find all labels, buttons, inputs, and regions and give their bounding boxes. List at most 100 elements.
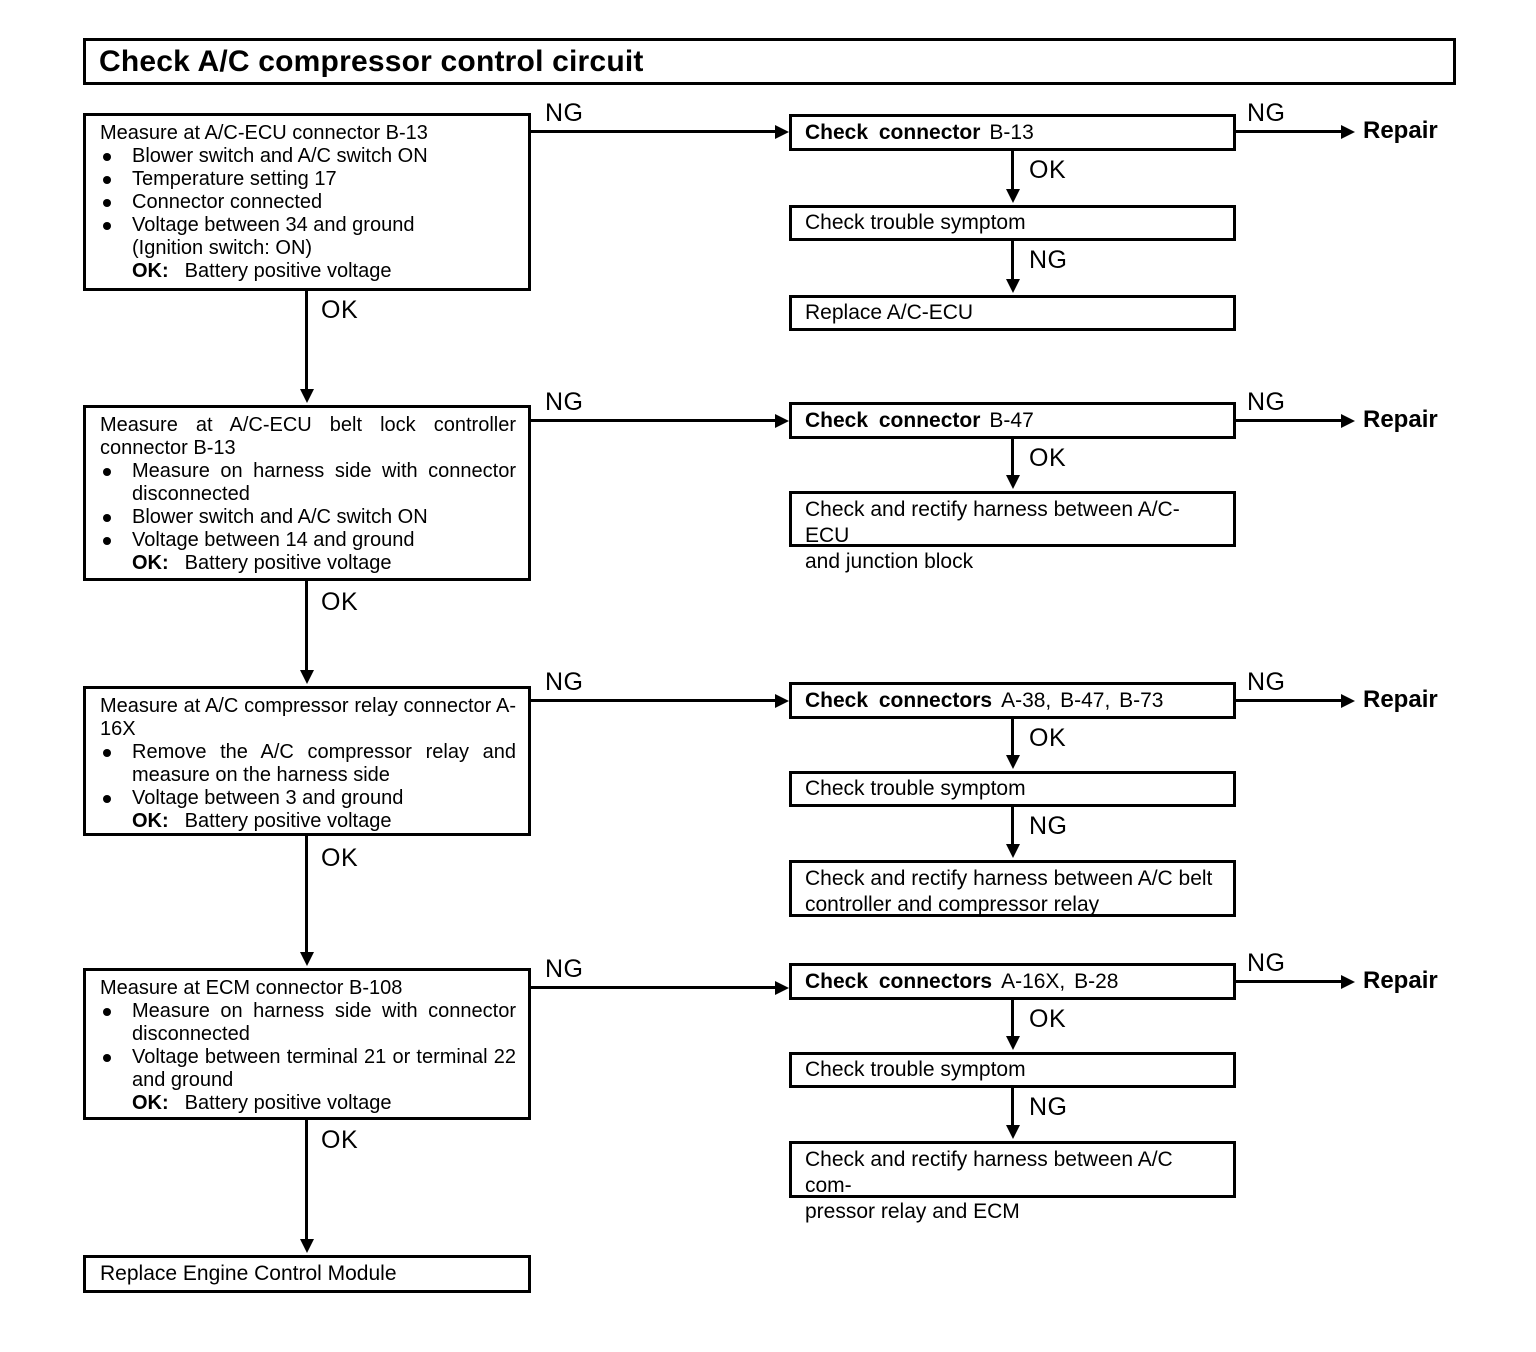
box-text: Check trouble symptom: [805, 1058, 1026, 1081]
ng-label: NG: [1247, 668, 1286, 696]
ok-label: OK: [321, 588, 359, 616]
box-text-line1: Check and rectify harness between A/C be…: [805, 867, 1213, 890]
bullet-text: Remove the A/C compressor relay and meas…: [132, 741, 516, 786]
ok-prefix: OK:: [132, 552, 169, 574]
ok-condition: OK:Battery positive voltage: [100, 552, 516, 575]
bullet-text: Voltage between 14 and ground: [132, 529, 415, 551]
page-title: Check A/C compressor control circuit: [99, 44, 644, 78]
bullet-icon: [103, 176, 111, 184]
arrow-line: [1011, 439, 1014, 475]
arrow-head: [1006, 844, 1020, 858]
arrow-line: [531, 699, 775, 702]
check-prefix: Check connectors: [805, 969, 993, 993]
arrow-head: [1341, 414, 1355, 428]
arrow-head: [300, 670, 314, 684]
box-text: Check trouble symptom: [805, 777, 1026, 800]
check-connector-b13-box: Check connector B-13: [789, 114, 1236, 151]
arrow-line: [305, 836, 308, 952]
ok-label: OK: [1029, 444, 1067, 472]
bullet-item: Measure on harness side with connector d…: [100, 460, 516, 506]
check-prefix: Check connector: [805, 120, 981, 144]
arrow-head: [1006, 1036, 1020, 1050]
arrow-head: [1341, 975, 1355, 989]
measure-box-ecm-b108: Measure at ECM connector B-108 Measure o…: [83, 968, 531, 1120]
ok-label: OK: [321, 296, 359, 324]
box-heading: Measure at A/C compressor relay connecto…: [100, 695, 516, 740]
bullet-text: Blower switch and A/C switch ON: [132, 506, 428, 528]
arrow-line: [1236, 419, 1341, 422]
box-text-line2: controller and compressor relay: [805, 893, 1100, 916]
rectify-harness-relay-ecm-box: Check and rectify harness between A/C co…: [789, 1141, 1236, 1223]
bullet-item: Voltage between 3 and ground: [100, 787, 516, 810]
repair-label: Repair: [1363, 686, 1438, 713]
bullet-item: Blower switch and A/C switch ON: [100, 145, 516, 168]
ng-label: NG: [1029, 812, 1068, 840]
arrow-line: [1236, 699, 1341, 702]
measure-box-compressor-relay-a16x: Measure at A/C compressor relay connecto…: [83, 686, 531, 836]
ng-label: NG: [1029, 1093, 1068, 1121]
box-text: Check trouble symptom: [805, 211, 1026, 234]
arrow-line: [531, 419, 775, 422]
bullet-text: Measure on harness side with connector d…: [132, 1000, 516, 1045]
bullet-item: Voltage between terminal 21 or terminal …: [100, 1046, 516, 1092]
bullet-item: Connector connected: [100, 191, 516, 214]
arrow-line: [1011, 807, 1014, 844]
arrow-head: [1341, 694, 1355, 708]
ng-label: NG: [545, 955, 584, 983]
box-text: Replace Engine Control Module: [100, 1262, 397, 1285]
bullet-icon: [103, 468, 111, 476]
arrow-line: [1011, 1000, 1014, 1036]
arrow-line: [1236, 130, 1341, 133]
bullet-text: Blower switch and A/C switch ON: [132, 145, 428, 167]
measure-box-beltlock-b13: Measure at A/C-ECU belt lock controller …: [83, 405, 531, 581]
check-connector-b47-box: Check connector B-47: [789, 402, 1236, 439]
check-trouble-symptom-box: Check trouble symptom: [789, 1052, 1236, 1088]
bullet-icon: [103, 222, 111, 230]
box-heading: Measure at ECM connector B-108: [100, 977, 403, 999]
bullet-text: Temperature setting 17: [132, 168, 337, 190]
bullet-icon: [103, 537, 111, 545]
ok-value: Battery positive voltage: [184, 1092, 392, 1114]
box-text: Replace A/C-ECU: [805, 301, 974, 324]
arrow-head: [1006, 189, 1020, 203]
arrow-line: [531, 130, 775, 133]
ok-value: Battery positive voltage: [184, 810, 392, 832]
bullet-icon: [103, 199, 111, 207]
ok-prefix: OK:: [132, 260, 169, 282]
connector-codes: B-47: [989, 408, 1034, 432]
bullet-text: Voltage between 3 and ground: [132, 787, 404, 809]
arrow-head: [1341, 125, 1355, 139]
bullet-text: Connector connected: [132, 191, 323, 213]
arrow-line: [305, 1120, 308, 1239]
arrow-head: [775, 981, 789, 995]
bullet-icon: [103, 1054, 111, 1062]
repair-label: Repair: [1363, 117, 1438, 144]
ok-label: OK: [1029, 724, 1067, 752]
check-connectors-a38-b47-b73-box: Check connectors A-38, B-47, B-73: [789, 682, 1236, 719]
bullet-item: Temperature setting 17: [100, 168, 516, 191]
rectify-harness-belt-controller-relay-box: Check and rectify harness between A/C be…: [789, 860, 1236, 917]
arrow-line: [305, 581, 308, 670]
bullet-icon: [103, 795, 111, 803]
check-trouble-symptom-box: Check trouble symptom: [789, 205, 1236, 241]
check-trouble-symptom-box: Check trouble symptom: [789, 771, 1236, 807]
ok-condition: OK:Battery positive voltage: [100, 810, 516, 833]
connector-codes: A-16X, B-28: [1001, 969, 1119, 993]
ok-label: OK: [1029, 156, 1067, 184]
title-box: Check A/C compressor control circuit: [83, 38, 1456, 85]
arrow-line: [305, 291, 308, 389]
bullet-text: Voltage between 34 and ground: [132, 214, 415, 236]
bullet-item: Voltage between 14 and ground: [100, 529, 516, 552]
arrow-line: [1011, 719, 1014, 755]
check-prefix: Check connectors: [805, 688, 993, 712]
ng-label: NG: [1029, 246, 1068, 274]
arrow-line: [531, 986, 775, 989]
ok-label: OK: [321, 844, 359, 872]
arrow-head: [1006, 475, 1020, 489]
ng-label: NG: [1247, 99, 1286, 127]
box-text-line1: Check and rectify harness between A/C co…: [805, 1148, 1173, 1197]
arrow-head: [300, 1239, 314, 1253]
box-heading: Measure at A/C-ECU belt lock controller …: [100, 414, 516, 459]
arrow-head: [1006, 755, 1020, 769]
